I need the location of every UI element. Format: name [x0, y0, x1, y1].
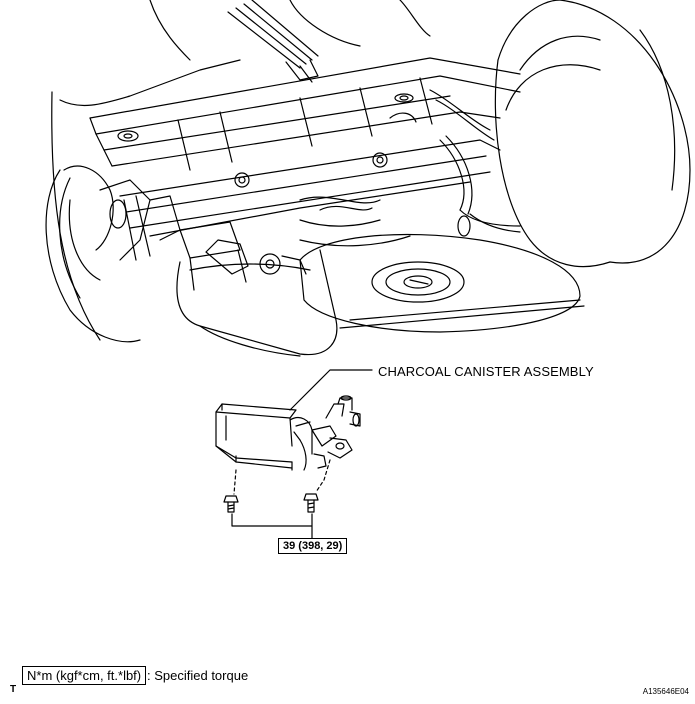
legend-description: : Specified torque: [147, 668, 249, 683]
suspension-left: [63, 165, 247, 291]
vehicle-underbody: [45, 0, 691, 357]
charcoal-canister-assembly: [215, 369, 373, 539]
component-label: CHARCOAL CANISTER ASSEMBLY: [378, 364, 594, 379]
cross-member: [89, 57, 521, 171]
bolt-left: [223, 495, 239, 513]
brake-lines: [227, 0, 319, 83]
rear-tire: [494, 0, 691, 268]
left-wheel-arc: [45, 169, 141, 343]
bolt-right: [303, 493, 319, 513]
right-pipes: [389, 89, 521, 237]
corner-letter: T: [10, 684, 17, 695]
legend-units-box: N*m (kgf*cm, ft.*lbf): [22, 666, 147, 685]
torque-leader: [231, 513, 313, 539]
torque-value-box: 39 (398, 29): [278, 538, 348, 554]
component-leader-line: [289, 369, 373, 411]
tank-area: [176, 219, 411, 357]
figure-code: A135646E04: [642, 687, 689, 696]
spare-tire-well: [299, 233, 585, 333]
